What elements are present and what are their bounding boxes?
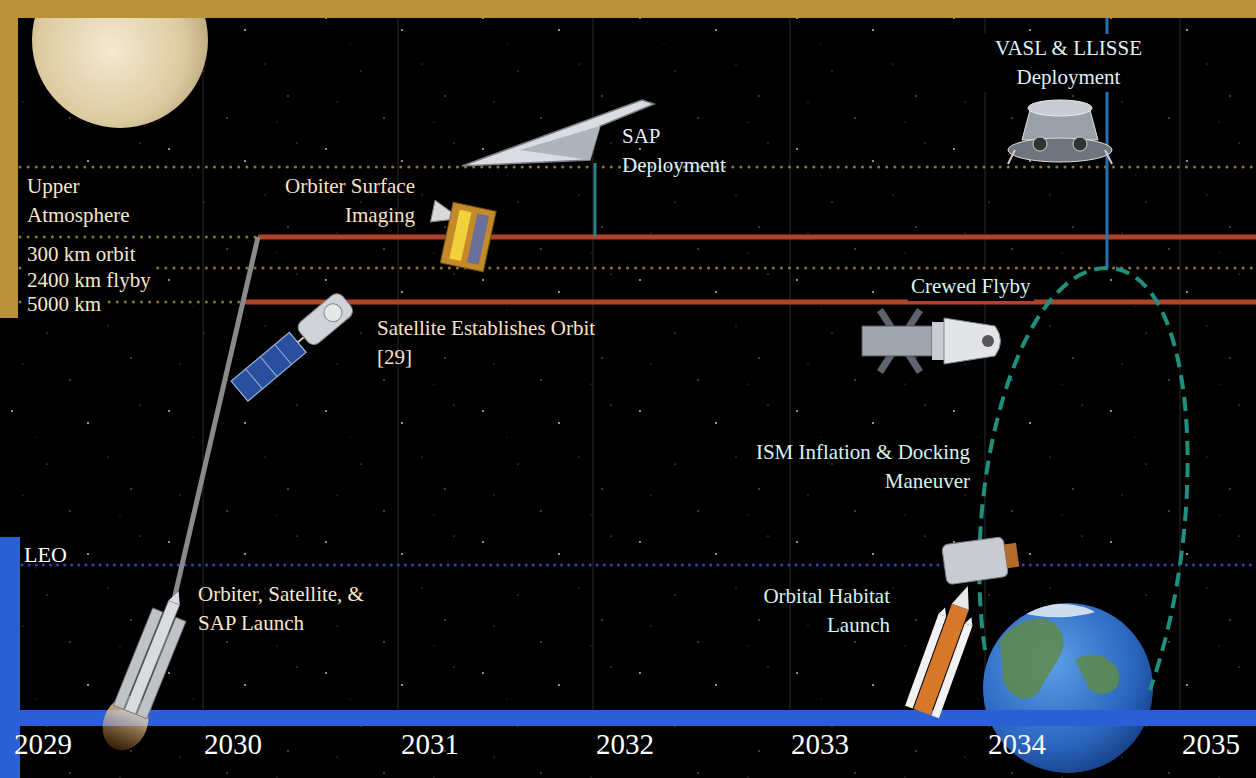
orbit-label: LEO <box>24 540 67 569</box>
event-label: Satellite Establishes Orbit [29] <box>377 314 617 372</box>
event-label: Crewed Flyby <box>908 272 1034 301</box>
year-tick-label: 2031 <box>390 726 470 762</box>
event-label: ISM Inflation & Docking Maneuver <box>698 438 970 496</box>
year-tick-label: 2035 <box>1171 726 1251 762</box>
year-tick-label: 2029 <box>3 726 83 762</box>
year-tick-label: 2032 <box>585 726 665 762</box>
altitude-label: Upper Atmosphere <box>24 172 145 230</box>
event-label: Orbital Habitat Launch <box>728 582 890 640</box>
altitude-label: 5000 km <box>24 290 104 319</box>
event-label: Orbiter Surface Imaging <box>250 172 415 230</box>
year-tick-label: 2034 <box>977 726 1057 762</box>
altitude-label: 300 km orbit <box>24 240 139 269</box>
event-label: VASL & LLISSE Deployment <box>978 34 1159 92</box>
event-label: Orbiter, Satellite, & SAP Launch <box>198 580 394 638</box>
year-tick-label: 2030 <box>193 726 273 762</box>
event-label: SAP Deployment <box>622 122 744 180</box>
year-tick-label: 2033 <box>780 726 860 762</box>
